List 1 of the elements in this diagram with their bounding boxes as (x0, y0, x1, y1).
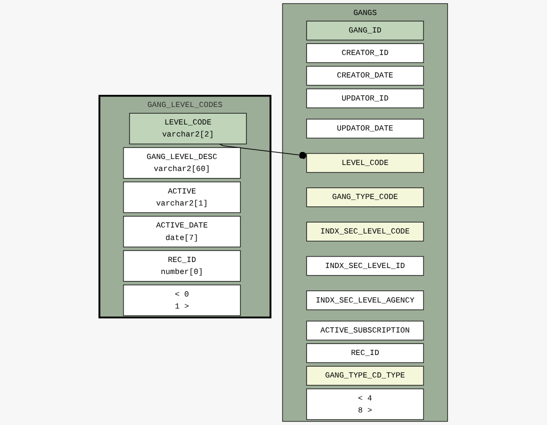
connector (219, 144, 308, 160)
